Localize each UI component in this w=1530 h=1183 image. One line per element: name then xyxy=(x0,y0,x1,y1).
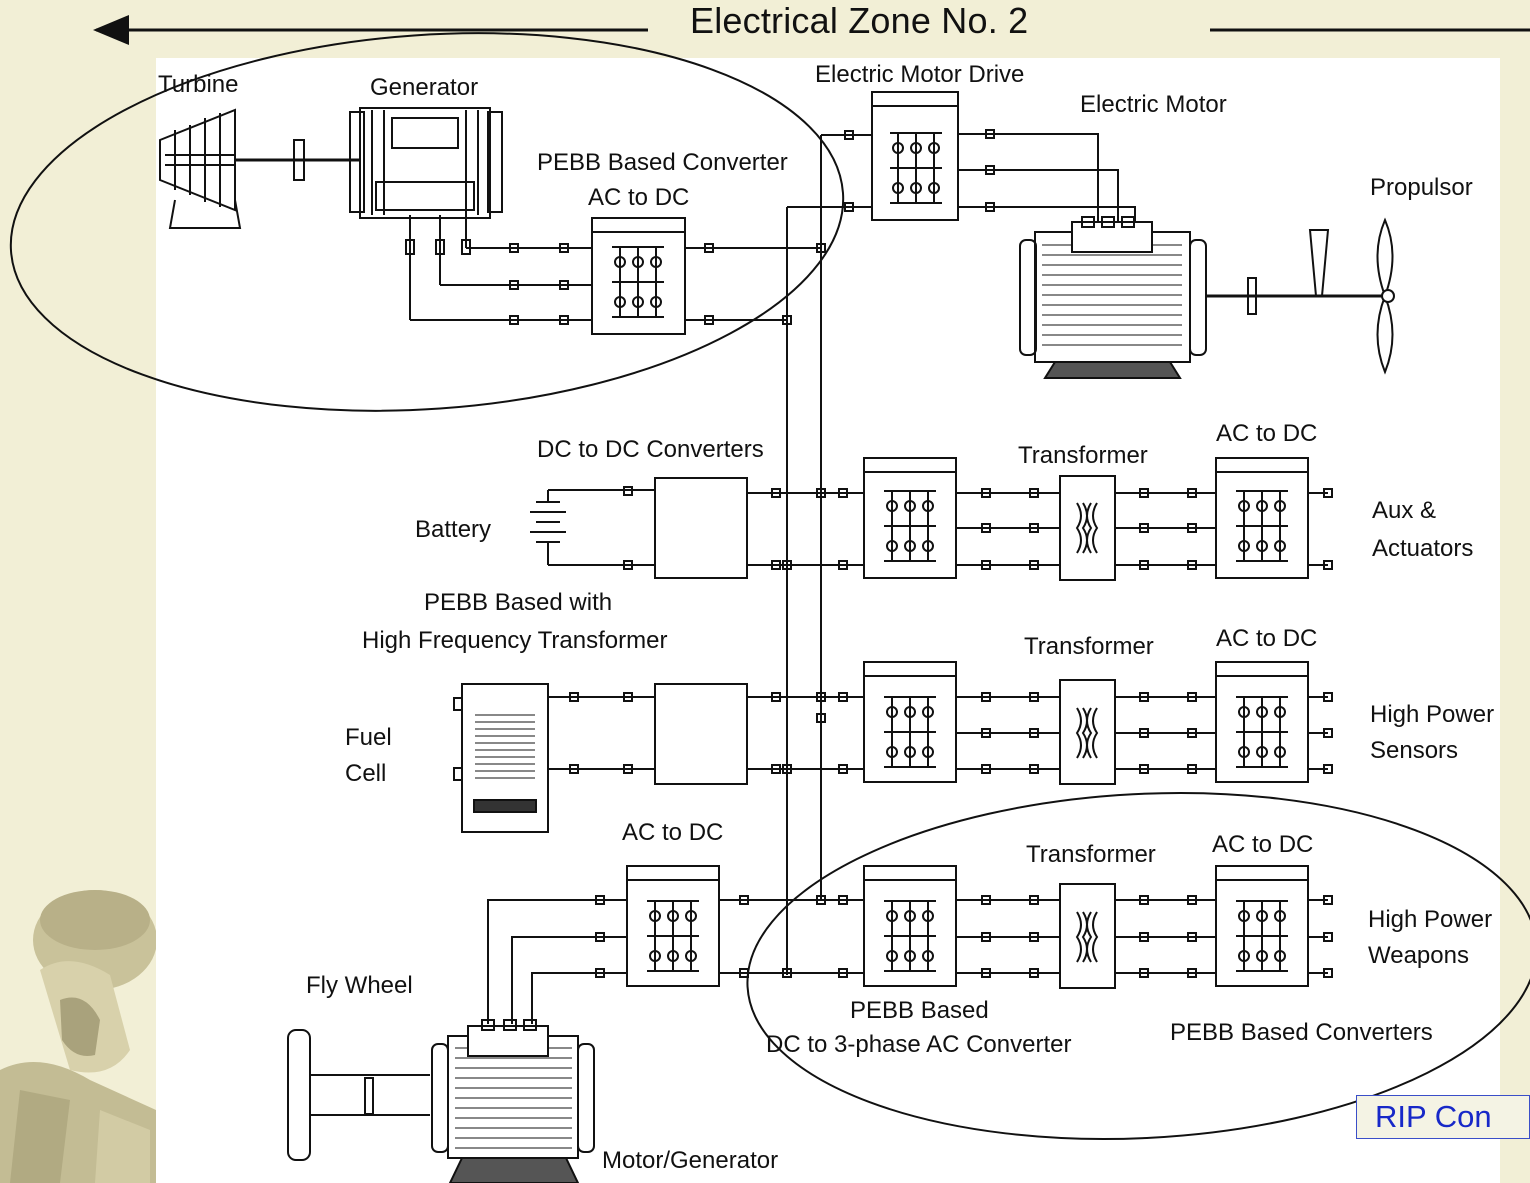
pebb-converter-top xyxy=(591,217,826,335)
label-aux-line1: Aux & xyxy=(1372,497,1436,524)
label-motor-generator: Motor/Generator xyxy=(602,1147,778,1174)
generator-icon xyxy=(349,107,503,320)
label-weapons-line2: Weapons xyxy=(1368,942,1469,969)
fuel-cell-row xyxy=(453,683,864,833)
zone-title: Electrical Zone No. 2 xyxy=(690,0,1029,41)
label-ac-to-dc-flywheel: AC to DC xyxy=(622,819,723,846)
fly-wheel-icon xyxy=(287,1029,430,1161)
battery-row xyxy=(530,477,864,579)
weapons-row xyxy=(487,865,1333,1024)
label-dc-to-dc-converters: DC to DC Converters xyxy=(537,436,764,463)
label-fly-wheel: Fly Wheel xyxy=(306,972,413,999)
label-turbine: Turbine xyxy=(158,71,238,98)
label-fuel-line2: Cell xyxy=(345,760,386,787)
label-pebb-dc3-line1: PEBB Based xyxy=(850,997,989,1024)
highlight-ellipse-generation xyxy=(9,32,845,412)
label-sensors-line2: Sensors xyxy=(1370,737,1458,764)
label-transformer-aux: Transformer xyxy=(1018,442,1148,469)
sensors-row xyxy=(863,661,1333,785)
electric-motor-icon xyxy=(1019,216,1390,379)
label-pebb-based-converters: PEBB Based Converters xyxy=(1170,1019,1433,1046)
label-pebb-converter-line1: PEBB Based Converter xyxy=(537,149,788,176)
motor-generator-icon xyxy=(431,1019,595,1183)
label-generator: Generator xyxy=(370,74,478,101)
label-ac-to-dc-weapons: AC to DC xyxy=(1212,831,1313,858)
label-ac-to-dc-aux: AC to DC xyxy=(1216,420,1317,447)
label-electric-motor: Electric Motor xyxy=(1080,91,1227,118)
diagram-panel xyxy=(156,58,1500,1183)
label-transformer-weapons: Transformer xyxy=(1026,841,1156,868)
label-pebb-converter-line2: AC to DC xyxy=(588,184,689,211)
label-sensors-line1: High Power xyxy=(1370,701,1494,728)
label-pebb-hft-line1: PEBB Based with xyxy=(424,589,612,616)
label-propulsor: Propulsor xyxy=(1370,174,1473,201)
label-ac-to-dc-sensors: AC to DC xyxy=(1216,625,1317,652)
label-aux-line2: Actuators xyxy=(1372,535,1473,562)
rip-link-box[interactable]: RIP Con xyxy=(1356,1095,1530,1139)
label-electric-motor-drive: Electric Motor Drive xyxy=(815,61,1024,88)
label-weapons-line1: High Power xyxy=(1368,906,1492,933)
turbine-icon xyxy=(159,108,360,229)
label-pebb-dc3-line2: DC to 3-phase AC Converter xyxy=(766,1031,1071,1058)
electric-motor-drive xyxy=(787,91,1136,222)
soldier-photo xyxy=(0,880,156,1183)
aux-row xyxy=(863,457,1333,581)
label-fuel-line1: Fuel xyxy=(345,724,392,751)
generator-wires xyxy=(410,243,592,325)
label-pebb-hft-line2: High Frequency Transformer xyxy=(362,627,667,654)
label-battery: Battery xyxy=(415,516,491,543)
label-transformer-sensors: Transformer xyxy=(1024,633,1154,660)
dc-bus xyxy=(786,135,822,975)
propulsor-icon xyxy=(1308,217,1395,375)
highlight-ellipse-weapons xyxy=(746,791,1530,1141)
